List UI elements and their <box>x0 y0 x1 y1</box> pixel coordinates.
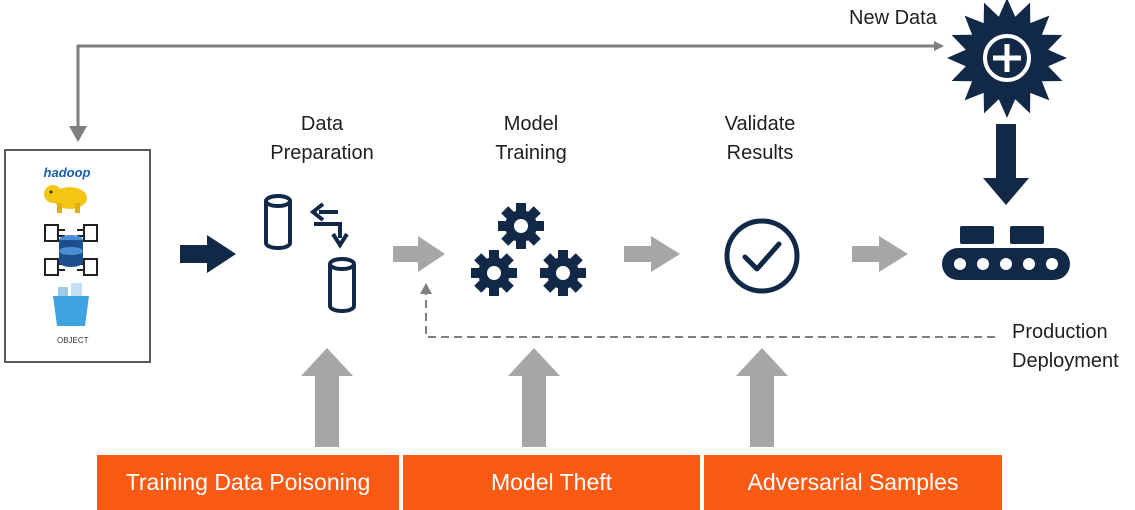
ingest-arrow <box>180 235 236 273</box>
label-model-training: Model Training <box>476 110 586 168</box>
object-storage-text: OBJECT <box>57 336 89 345</box>
data-sources-panel: hadoop OBJECT <box>4 149 151 363</box>
label-validate-results: Validate Results <box>705 110 815 168</box>
label-validate-results-line1: Validate <box>724 113 796 135</box>
label-validate-results-line2: Results <box>726 142 794 164</box>
database-swap-icon <box>264 194 356 313</box>
new-data-feedback-arrow-head <box>69 126 87 142</box>
threat-model-theft: Model Theft <box>403 455 700 510</box>
flow-arrow-training-to-validate <box>624 236 680 272</box>
flow-arrow-validate-to-production <box>852 236 908 272</box>
check-circle-icon <box>724 218 800 294</box>
label-production-deployment-line2: Deployment <box>1012 350 1119 372</box>
label-data-preparation: Data Preparation <box>262 110 382 168</box>
label-new-data: New Data <box>849 7 937 29</box>
label-data-preparation-line1: Data <box>300 113 344 135</box>
label-model-training-line1: Model <box>503 113 559 135</box>
threat-training-data-poisoning: Training Data Poisoning <box>97 455 399 510</box>
threat-adversarial-samples: Adversarial Samples <box>704 455 1002 510</box>
hadoop-logo: hadoop <box>44 165 91 213</box>
threat-arrow-theft <box>508 348 560 447</box>
new-data-feedback-arrow <box>76 41 944 132</box>
starburst-plus-icon <box>947 0 1067 118</box>
label-production-deployment-line1: Production <box>1012 321 1108 343</box>
threat-arrow-poisoning <box>301 348 353 447</box>
object-storage-bucket-icon: OBJECT <box>53 283 89 345</box>
label-production-deployment: Production Deployment <box>1012 318 1119 376</box>
hadoop-logo-text: hadoop <box>44 165 91 180</box>
conveyor-belt-icon <box>942 226 1070 280</box>
new-data-down-arrow <box>983 124 1029 205</box>
label-data-preparation-line2: Preparation <box>270 142 374 164</box>
gears-icon <box>471 203 586 296</box>
production-deployment-feedback-arrow <box>420 283 995 338</box>
label-model-training-line2: Training <box>495 142 567 164</box>
threat-arrow-adversarial <box>736 348 788 447</box>
flow-arrow-prep-to-training <box>393 236 445 272</box>
database-documents-icon <box>44 224 98 276</box>
